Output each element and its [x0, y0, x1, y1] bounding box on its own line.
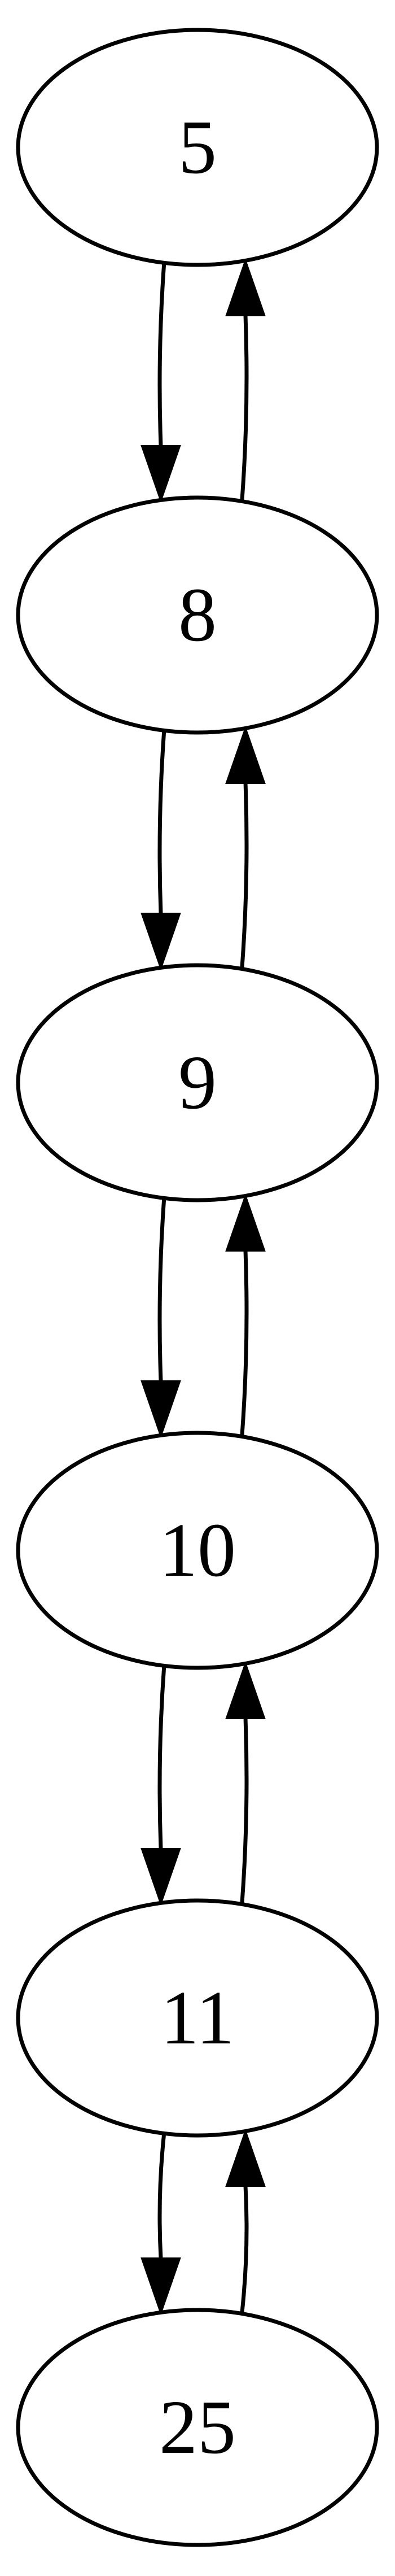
arrowhead-icon — [225, 1660, 266, 1719]
node-ellipse — [16, 963, 379, 1202]
edge-10-to-11 — [141, 1664, 181, 1907]
node-25: 25 — [16, 2308, 379, 2547]
nodes-layer: 5 8 9 10 11 25 — [16, 28, 379, 2547]
arrowhead-icon — [225, 725, 266, 784]
edge-9-to-8 — [225, 725, 266, 968]
edge-5-to-8 — [141, 261, 181, 504]
node-5: 5 — [16, 28, 379, 267]
arrowhead-icon — [225, 258, 266, 316]
edge-line — [240, 1718, 249, 1903]
node-ellipse — [16, 28, 379, 267]
node-8: 8 — [16, 495, 379, 735]
edge-line — [157, 729, 166, 914]
node-ellipse — [16, 1898, 379, 2138]
edge-11-to-10 — [225, 1660, 266, 1903]
arrowhead-icon — [141, 1848, 181, 1907]
arrowhead-icon — [225, 1193, 266, 1252]
arrowhead-icon — [141, 445, 181, 504]
node-label: 8 — [178, 573, 217, 657]
edge-9-to-10 — [141, 1196, 181, 1439]
node-ellipse — [16, 495, 379, 735]
node-10: 10 — [16, 1431, 379, 1670]
node-label: 5 — [178, 105, 217, 190]
edge-line — [157, 261, 166, 447]
arrowhead-icon — [141, 2257, 181, 2316]
arrowhead-icon — [141, 1380, 181, 1439]
arrowhead-icon — [141, 913, 181, 971]
edge-10-to-9 — [225, 1193, 266, 1436]
node-9: 9 — [16, 963, 379, 1202]
edge-line — [157, 2132, 166, 2259]
edge-8-to-5 — [225, 258, 266, 500]
edge-line — [240, 315, 249, 500]
node-ellipse — [16, 2308, 379, 2547]
edge-8-to-9 — [141, 729, 181, 971]
edge-line — [240, 1250, 249, 1436]
node-ellipse — [16, 1431, 379, 1670]
edge-11-to-25 — [141, 2132, 181, 2316]
edge-25-to-11 — [225, 2128, 266, 2313]
node-11: 11 — [16, 1898, 379, 2138]
edge-line — [240, 2185, 249, 2313]
node-label: 25 — [159, 2385, 236, 2470]
arrowhead-icon — [225, 2128, 266, 2187]
node-label: 10 — [159, 1508, 236, 1593]
node-label: 9 — [178, 1040, 217, 1125]
edges-layer — [141, 258, 266, 2316]
node-label: 11 — [161, 1976, 235, 2060]
edge-line — [157, 1196, 166, 1382]
edge-line — [240, 782, 249, 968]
edge-line — [157, 1664, 166, 1850]
